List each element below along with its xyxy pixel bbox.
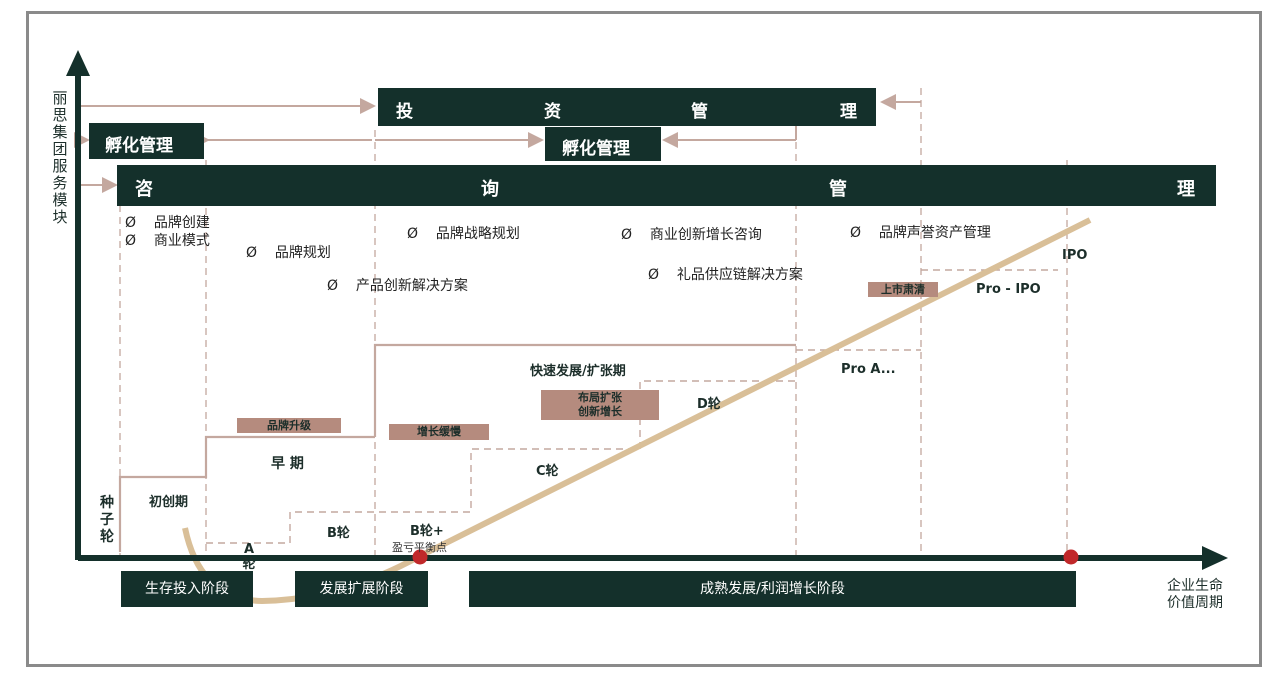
label-pro-a: Pro A...: [841, 362, 896, 377]
growth-steps-solid: [118, 343, 796, 552]
label-fast-growth: 快速发展/扩张期: [530, 364, 626, 379]
label-early-stage: 早 期: [271, 456, 304, 472]
label-b-round: B轮: [327, 526, 350, 541]
service-brand-creation: Ø 品牌创建: [125, 215, 210, 231]
investment-char-4: 理: [840, 102, 857, 122]
incubation-box-left: 孵化管理: [89, 123, 204, 159]
service-arrows: [74, 94, 921, 193]
service-brand-strategy: Ø 品牌战略规划: [407, 226, 520, 242]
service-business-model: Ø 商业模式: [125, 233, 210, 249]
ipo-dot: [1063, 549, 1079, 565]
label-startup: 初创期: [149, 495, 189, 510]
consulting-char-2: 询: [481, 179, 499, 200]
tag-listing-cleanup: 上市肃清: [868, 282, 938, 297]
service-business-growth-consulting: Ø 商业创新增长咨询: [621, 227, 762, 243]
stage-survival: 生存投入阶段: [121, 571, 253, 607]
label-b-plus-round: B轮+: [410, 524, 444, 539]
investment-management-bar: 投 资 管 理: [378, 88, 876, 126]
stage-mature: 成熟发展/利润增长阶段: [469, 571, 1076, 607]
breakeven-dot: [412, 549, 428, 565]
diagram-frame: [26, 11, 1262, 667]
x-axis-label: 企业生命 价值周期: [1167, 578, 1223, 611]
consulting-char-3: 管: [829, 179, 847, 200]
label-pro-ipo: Pro - IPO: [976, 282, 1041, 297]
tag-brand-upgrade: 品牌升级: [237, 418, 341, 433]
incubation-box-middle: 孵化管理: [545, 127, 661, 161]
investment-char-1: 投: [396, 102, 413, 122]
investment-char-3: 管: [691, 102, 708, 122]
label-d-round: D轮: [697, 397, 721, 412]
growth-steps-dashed: [206, 269, 1058, 544]
consulting-char-4: 理: [1177, 179, 1195, 200]
x-axis-arrow: [1202, 546, 1228, 570]
tag-expansion-innovation: 布局扩张 创新增长: [541, 390, 659, 420]
label-a-round: A轮: [242, 542, 256, 572]
label-c-round: C轮: [536, 464, 559, 479]
service-product-innovation: Ø 产品创新解决方案: [327, 278, 468, 294]
service-gift-supply-chain: Ø 礼品供应链解决方案: [648, 267, 803, 283]
tag-slow-growth: 增长缓慢: [389, 424, 489, 440]
consulting-management-bar: 咨 询 管 理: [117, 165, 1216, 206]
stage-expansion: 发展扩展阶段: [295, 571, 428, 607]
label-breakeven: 盈亏平衡点: [392, 541, 447, 554]
consulting-char-1: 咨: [135, 179, 153, 200]
label-ipo: IPO: [1062, 248, 1088, 263]
service-brand-reputation: Ø 品牌声誉资产管理: [850, 225, 991, 241]
investment-char-2: 资: [544, 102, 561, 122]
y-axis-arrow: [66, 50, 90, 76]
y-axis-label: 丽思集团服务模块: [52, 89, 68, 226]
service-brand-planning: Ø 品牌规划: [246, 245, 331, 261]
label-seed-round: 种子轮: [100, 495, 114, 545]
